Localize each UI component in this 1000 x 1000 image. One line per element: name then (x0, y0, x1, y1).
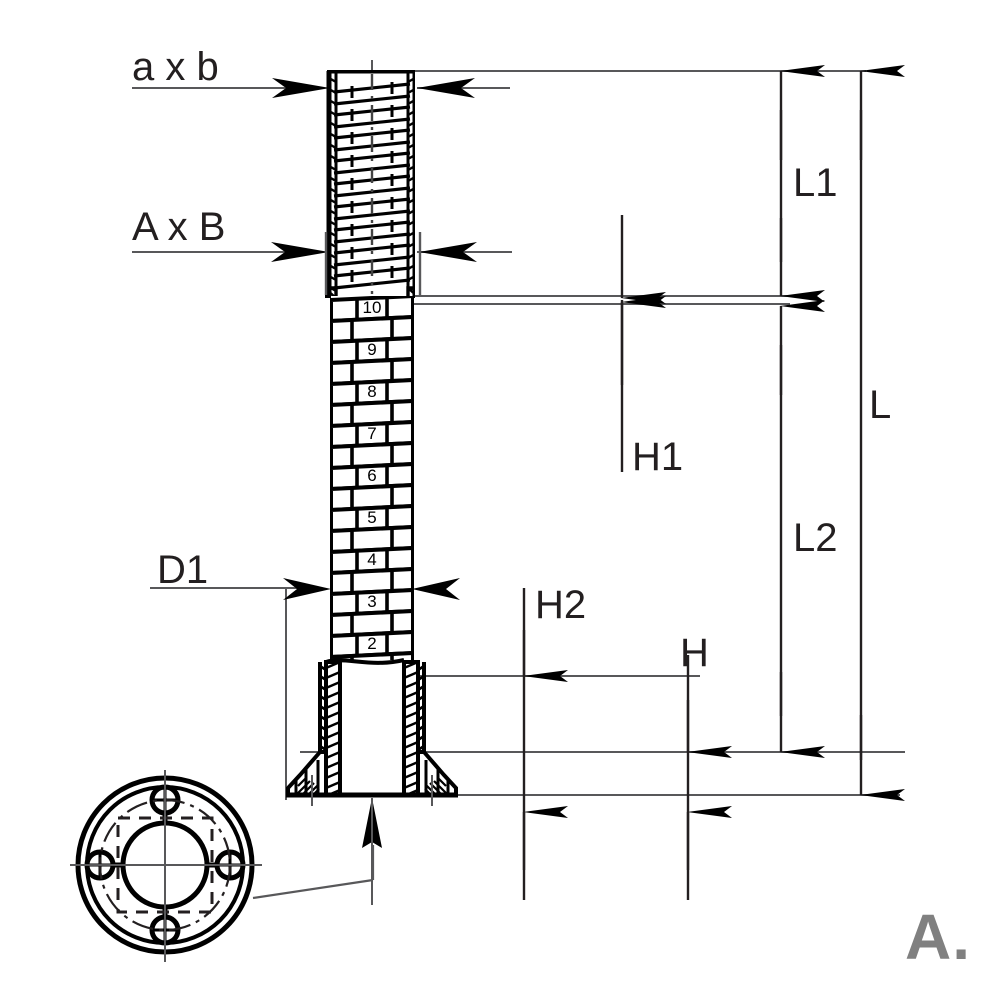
bottom-view-leader (252, 845, 375, 900)
dim-D1 (283, 578, 460, 600)
top-sleeve (325, 70, 415, 298)
coil-number: 9 (367, 340, 376, 359)
dim-label-H: H (680, 631, 709, 675)
dim-label-D1: D1 (157, 548, 209, 592)
dim-A-x-B (271, 232, 477, 295)
dim-label-A-x-B: A x B (132, 205, 226, 249)
coil-number: 6 (367, 466, 376, 485)
coil-number: 4 (367, 550, 376, 569)
coil-number: 3 (367, 592, 376, 611)
extension-lines (132, 70, 905, 900)
sheet-label: A. (905, 901, 971, 973)
coiled-spindle (330, 296, 414, 668)
coil-number: 5 (367, 508, 376, 527)
coil-number: 7 (367, 424, 376, 443)
coil-number: 10 (363, 298, 382, 317)
coil-number: 2 (367, 634, 376, 653)
bottom-view-flange (70, 770, 262, 962)
coil-number-labels: 10 9 8 7 6 5 4 3 2 (363, 298, 382, 653)
dim-label-L: L (869, 383, 892, 427)
dim-label-a-x-b: a x b (132, 45, 219, 89)
dim-a-x-b (272, 78, 475, 98)
coil-number: 8 (367, 382, 376, 401)
dim-label-L2: L2 (793, 516, 838, 560)
base-foot (286, 658, 458, 806)
dim-label-H1: H1 (632, 435, 684, 479)
dim-label-H2: H2 (535, 583, 587, 627)
dim-label-L1: L1 (793, 161, 838, 205)
